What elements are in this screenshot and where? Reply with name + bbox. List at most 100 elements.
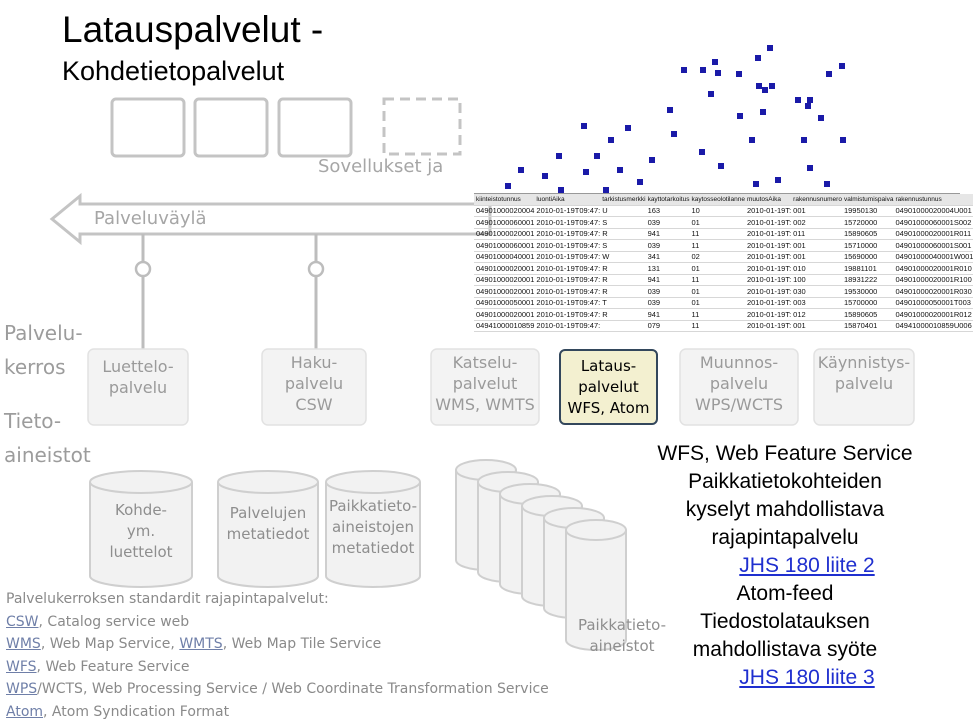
atom-desc-line1: Tiedostolatauksen: [700, 610, 870, 633]
jhs180-annex2-link[interactable]: JHS 180 liite 2: [739, 554, 875, 577]
table-cell: 01: [689, 297, 745, 309]
feature-point: [583, 169, 589, 175]
service-discovery-line2: palvelu: [284, 374, 344, 393]
feature-point: [518, 167, 524, 173]
service-box-transform: [679, 348, 799, 426]
feature-point: [736, 71, 742, 77]
feature-point: [756, 83, 762, 89]
service-discovery-line1: Haku-: [290, 353, 338, 372]
table-cell: 131: [645, 262, 690, 275]
app-window-3: [277, 97, 353, 158]
feature-point: [818, 115, 824, 121]
table-cell: R: [600, 308, 646, 321]
feature-point: [807, 97, 813, 103]
csw-link[interactable]: CSW: [6, 613, 39, 630]
table-cell: 039: [645, 239, 690, 252]
notes-line-csw: CSW, Catalog service web: [6, 611, 549, 634]
feature-point: [762, 87, 768, 93]
table-cell: 04901000040001: [474, 251, 535, 263]
table-cell: 2010-01-19T09:47:: [534, 239, 601, 252]
table-cell: R: [600, 262, 646, 275]
service-layer-line1: Palvelu-: [4, 321, 83, 345]
atom-text: , Atom Syndication Format: [43, 703, 230, 720]
service-box-catalog: [87, 348, 189, 426]
table-cell: 15890605: [841, 308, 894, 321]
service-transform-line3: WPS/WCTS: [695, 395, 783, 414]
table-cell: rakennustunnus: [893, 194, 973, 206]
cylinder-catalog: [89, 482, 193, 588]
table-cell: 04901000020004: [474, 205, 535, 217]
service-transform-line2: palvelu: [709, 374, 769, 393]
table-cell: 2010-01-19T:: [744, 308, 792, 321]
table-cell: 04901000020001R012: [893, 308, 973, 321]
table-cell: 04901000060001S002: [893, 216, 973, 229]
feature-point: [581, 123, 587, 129]
table-cell: 2010-01-19T:: [744, 205, 792, 217]
datastore-geodata-line2: aineistot: [589, 637, 655, 655]
feature-point: [775, 177, 781, 183]
table-cell: 2010-01-19T09:47:: [534, 262, 601, 275]
cylinder-stack-geodata: [455, 459, 627, 651]
service-discovery-line3: CSW: [295, 395, 333, 414]
table-cell: 04941000010859U006: [893, 320, 973, 332]
wps-text: /WCTS, Web Processing Service / Web Coor…: [37, 681, 549, 697]
table-cell: 2010-01-19T:: [744, 228, 792, 240]
feature-point: [807, 165, 813, 171]
jhs180-annex3-link[interactable]: JHS 180 liite 3: [739, 666, 875, 689]
table-cell: 039: [645, 216, 690, 229]
table-cell: 11: [689, 228, 745, 240]
wfs-link[interactable]: WFS: [6, 658, 37, 675]
table-cell: 19881101: [841, 262, 894, 275]
table-cell: 941: [645, 274, 690, 286]
table-cell: 001: [791, 205, 842, 217]
table-cell: muutosAika: [744, 194, 792, 206]
table-cell: 15700000: [841, 297, 894, 309]
table-cell: 15870401: [841, 320, 894, 332]
feature-point: [556, 153, 562, 159]
wms-link[interactable]: WMS: [6, 636, 41, 652]
feature-point: [737, 113, 743, 119]
table-cell: 04941000010859: [474, 320, 535, 332]
wfs-desc-line1: Paikkatietokohteiden: [688, 470, 882, 493]
feature-point: [767, 45, 773, 51]
feature-point: [558, 187, 564, 193]
table-cell: 001: [791, 320, 842, 332]
feature-point: [542, 173, 548, 179]
table-cell: luontiAika: [534, 194, 601, 206]
wmts-link[interactable]: WMTS: [179, 636, 223, 652]
wfs-text: , Web Feature Service: [36, 658, 190, 675]
wps-link[interactable]: WPS: [6, 681, 38, 697]
table-cell: 04901000020001: [474, 228, 535, 240]
cylinder-dataset-metadata: [325, 482, 421, 588]
table-cell: 04901000020001R100: [893, 274, 973, 286]
applications-label: Sovellukset ja: [318, 156, 444, 177]
table-cell: 003: [791, 297, 842, 309]
datastore-dataset-metadata-line2: aineistojen: [331, 518, 415, 536]
table-cell: 04901000050001: [474, 297, 535, 309]
app-window-dashed: [382, 97, 462, 156]
table-cell: 010: [791, 262, 842, 275]
table-cell: kiinteistotunnus: [474, 194, 535, 206]
page-title: Latauspalvelut -: [62, 9, 324, 50]
page-subtitle: Kohdetietopalvelut: [62, 56, 285, 86]
table-cell: 2010-01-19T:: [744, 216, 792, 229]
notes-line-wms: WMS, Web Map Service, WMTS, Web Map Tile…: [6, 633, 549, 656]
table-cell: 04901000060001: [474, 239, 535, 252]
wfs-desc-line2: kyselyt mahdollistava: [685, 498, 885, 521]
table-cell: 10: [689, 205, 745, 217]
feature-points: [505, 45, 846, 193]
wfs-heading: WFS, Web Feature Service: [657, 442, 913, 465]
table-cell: 001: [791, 239, 842, 252]
feature-point: [839, 63, 845, 69]
table-cell: 011: [791, 228, 842, 240]
notes-line-atom: Atom, Atom Syndication Format: [6, 701, 549, 724]
datastore-service-metadata-line2: metatiedot: [226, 525, 310, 543]
atom-link[interactable]: Atom: [6, 703, 44, 720]
feature-point: [840, 137, 846, 143]
table-cell: 2010-01-19T:: [744, 262, 792, 275]
